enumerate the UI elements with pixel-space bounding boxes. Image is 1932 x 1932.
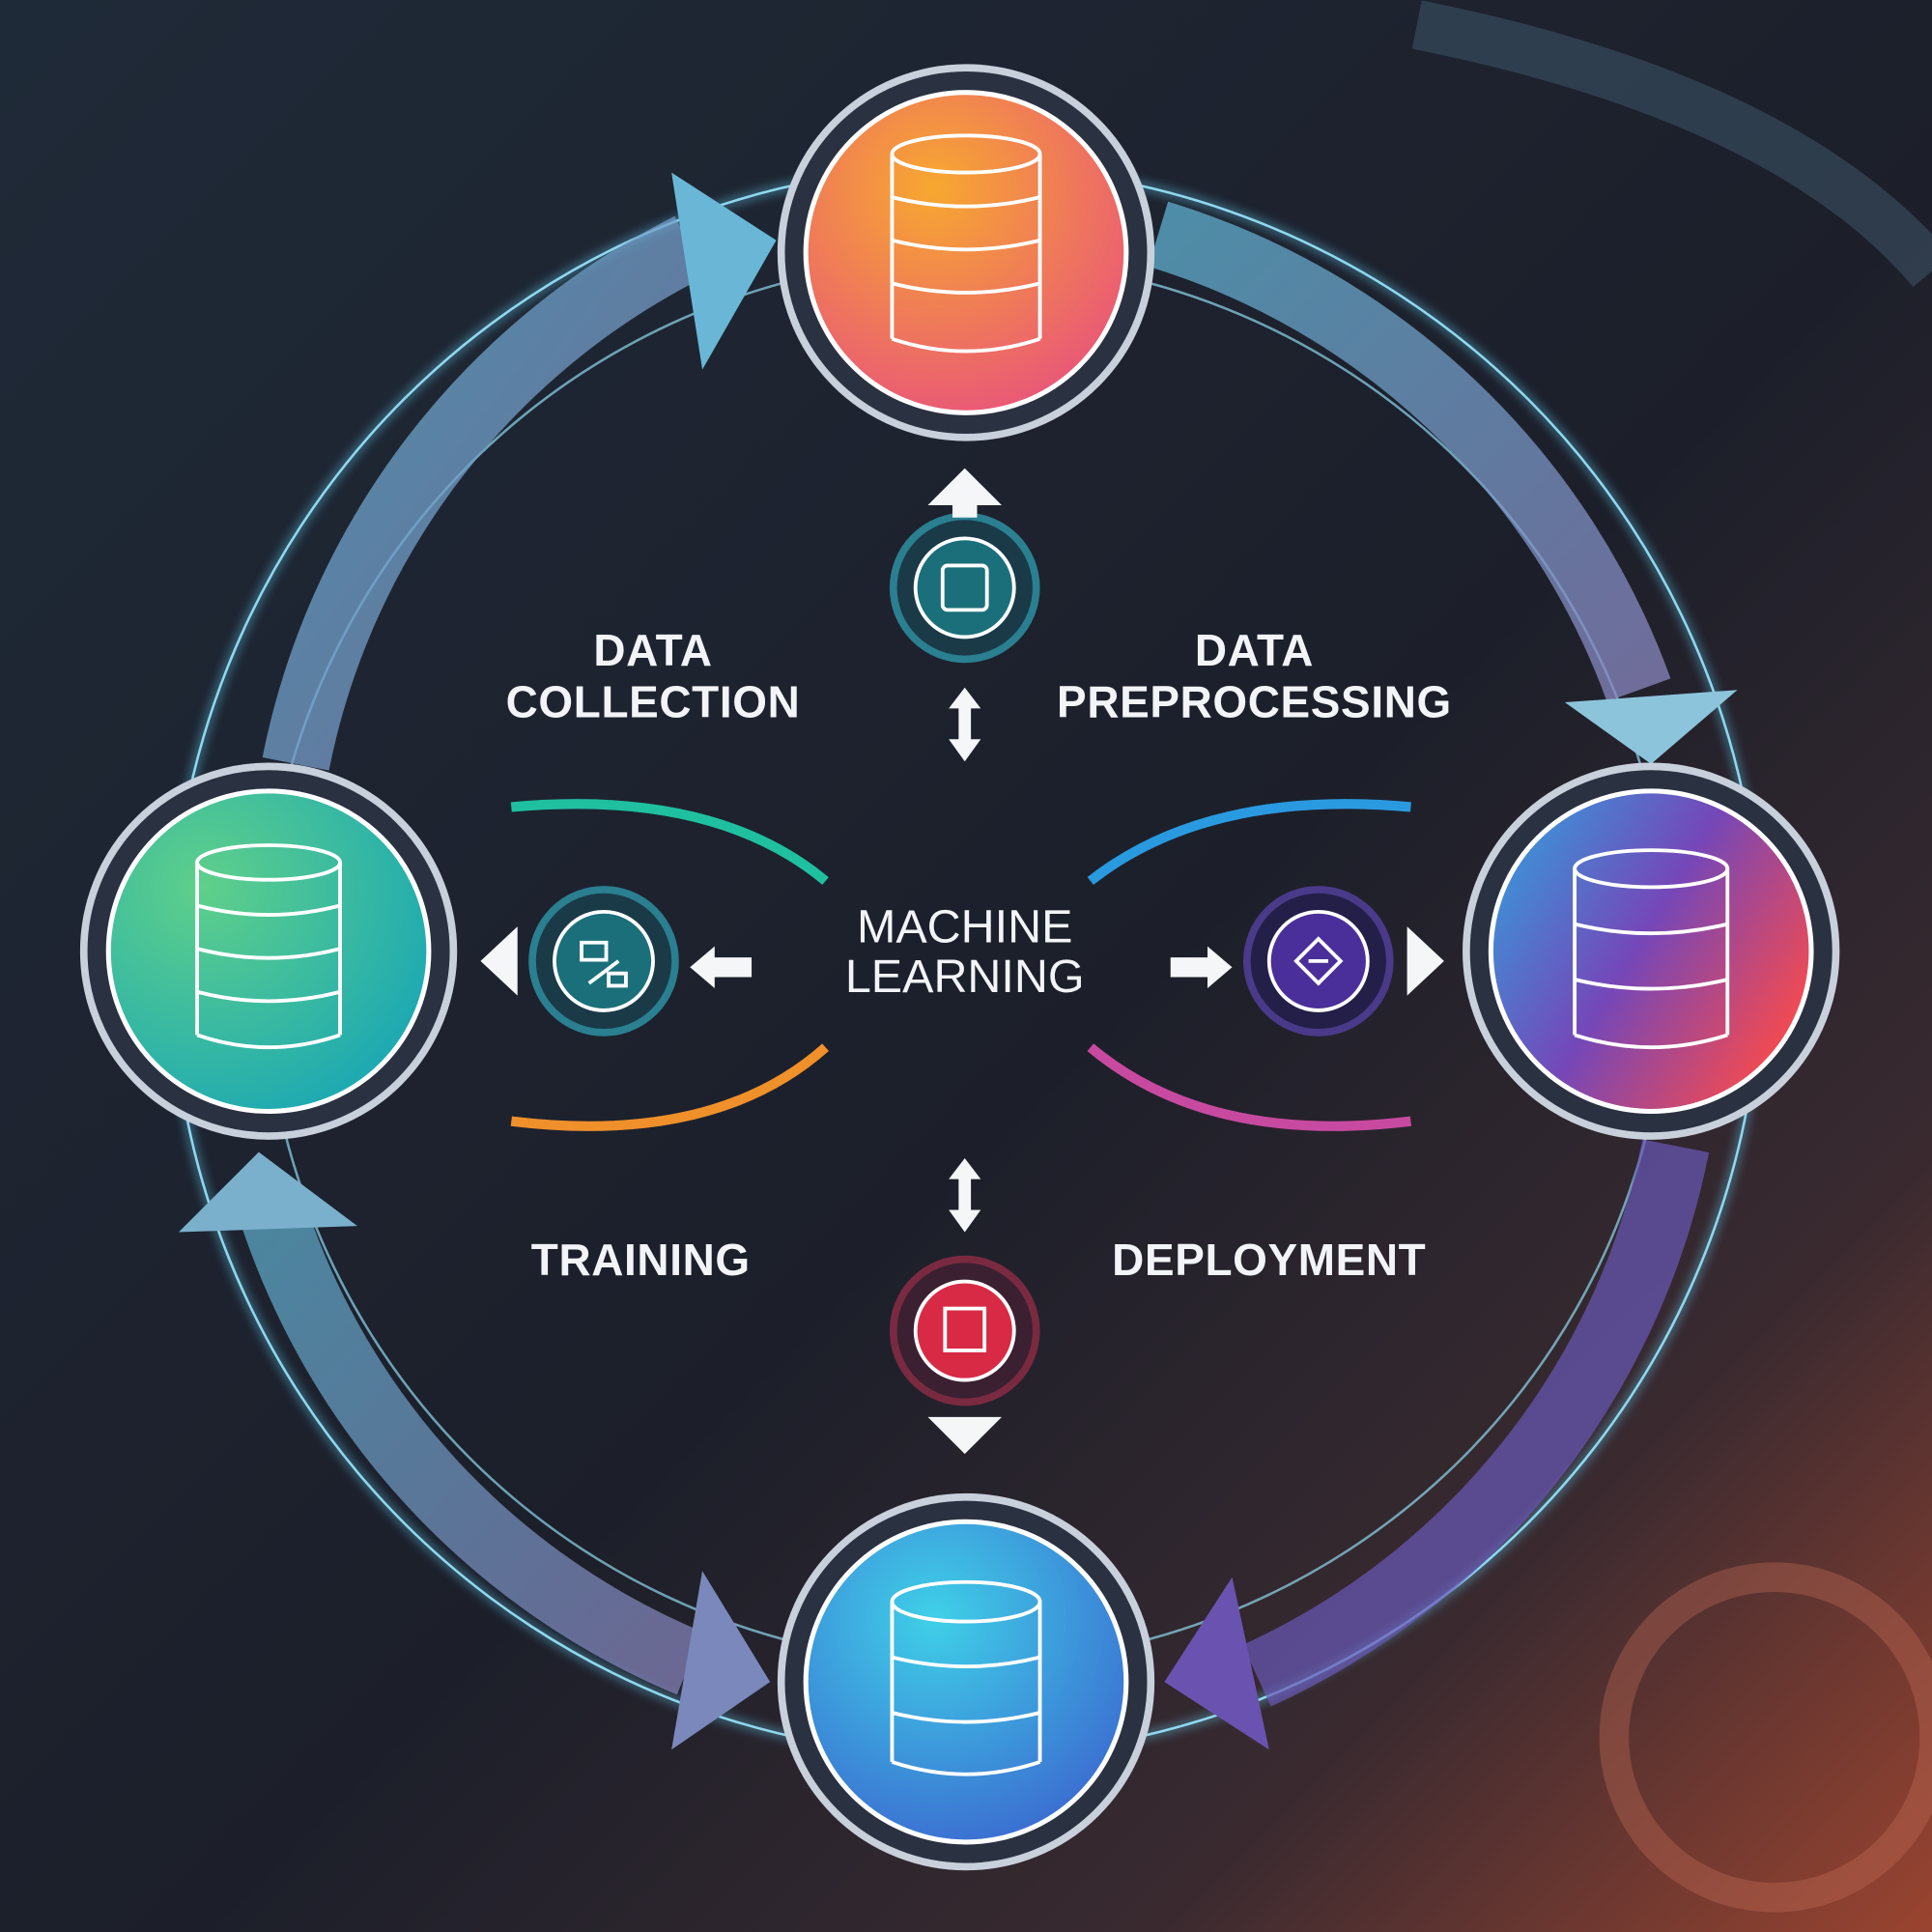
- background-ring: [1599, 1562, 1932, 1913]
- label-data-preprocessing-line1: DATA: [1195, 625, 1314, 675]
- arrow-left-icon: [480, 926, 518, 996]
- arrow-left-icon: [690, 946, 753, 988]
- double-arrow-icon: [949, 1157, 981, 1233]
- label-data-preprocessing-line2: PREPROCESSING: [1057, 676, 1452, 726]
- label-deployment: DEPLOYMENT: [1112, 1235, 1426, 1285]
- center-label-line1: MACHINE: [857, 901, 1072, 953]
- background-swoosh: [1411, 0, 1932, 288]
- arrow-up-icon: [927, 468, 1002, 518]
- accent-arc-pink: [1087, 1043, 1412, 1131]
- arrow-right-icon: [1170, 946, 1233, 988]
- network-icon: [1242, 886, 1394, 1037]
- tools-icon: [528, 886, 679, 1037]
- arrow-right-icon: [1406, 926, 1444, 996]
- arrow-collection-to-preprocessing: [262, 172, 777, 771]
- label-data-collection-line1: DATA: [593, 625, 712, 675]
- center-label-line2: LEARNING: [845, 951, 1085, 1003]
- arrow-deployment-to-bottom: [1164, 1139, 1710, 1750]
- arrow-down-icon: [927, 1416, 1002, 1455]
- small-arrows: [480, 468, 1444, 1455]
- accent-arc-teal: [510, 799, 829, 885]
- double-arrow-icon: [949, 687, 981, 762]
- accent-arc-blue: [1087, 799, 1411, 885]
- database-icon: [890, 133, 1042, 354]
- label-data-collection-line2: COLLECTION: [506, 676, 801, 726]
- database-icon: [195, 843, 342, 1050]
- accent-arc-orange: [510, 1043, 829, 1131]
- database-icon: [890, 1579, 1042, 1776]
- arrow-preprocessing-to-deployment: [1148, 201, 1738, 764]
- node-top-database: [777, 64, 1155, 441]
- arrow-training-to-collection: [178, 1151, 771, 1750]
- dashboard-icon: [889, 1255, 1040, 1406]
- node-right-database: [1463, 762, 1840, 1140]
- node-bottom-database: [777, 1492, 1155, 1871]
- label-training: TRAINING: [531, 1235, 751, 1285]
- processor-icon: [889, 512, 1040, 664]
- node-left-database: [79, 762, 458, 1140]
- database-icon: [1573, 848, 1730, 1050]
